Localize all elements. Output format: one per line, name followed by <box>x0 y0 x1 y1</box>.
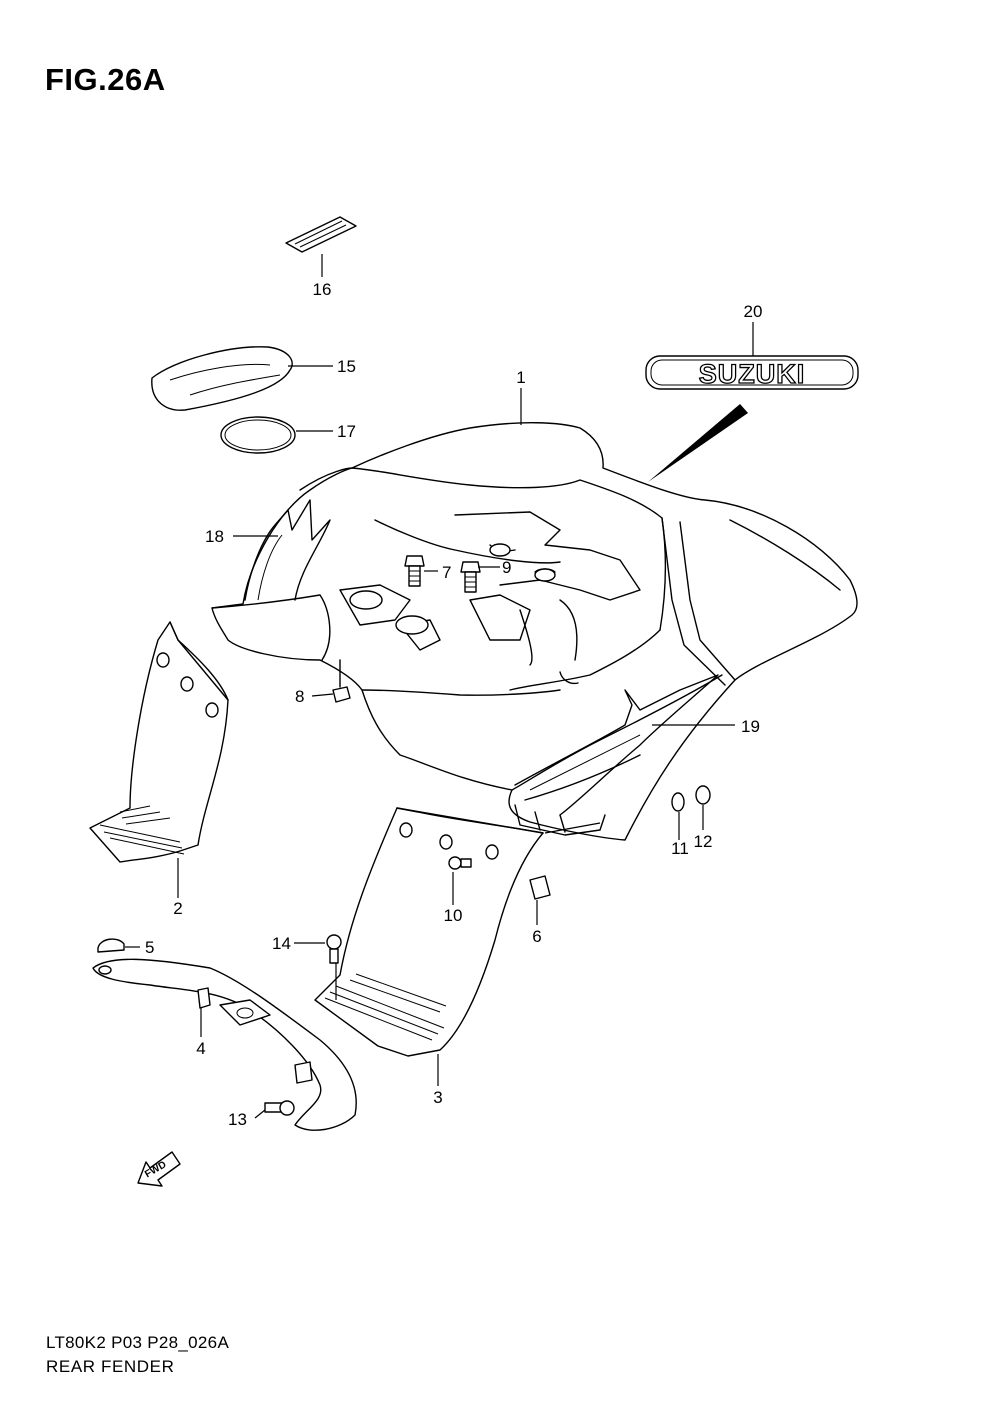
callout-14: 14 <box>272 934 291 953</box>
callout-11: 11 <box>671 839 689 858</box>
figure-code: LT80K2 P03 P28_026A <box>46 1333 230 1352</box>
callout-16: 16 <box>313 280 332 299</box>
callout-9: 9 <box>502 558 511 577</box>
callout-3: 3 <box>433 1088 442 1107</box>
callout-20: 20 <box>744 302 763 321</box>
part-13-bolt <box>264 1100 295 1116</box>
part-12-nut <box>695 785 711 805</box>
part-1-rear-fender <box>211 422 858 841</box>
part-7-bolt <box>404 555 425 587</box>
part-6-clip <box>529 875 551 900</box>
callout-numbers: 16 15 17 1 20 18 7 9 8 19 2 10 6 11 12 1… <box>145 280 762 1129</box>
part-18-decal <box>244 499 331 601</box>
part-9-bolt <box>460 561 481 593</box>
callout-5: 5 <box>145 938 154 957</box>
callout-7: 7 <box>442 563 451 582</box>
part-8-nut <box>332 659 351 703</box>
emblem-pointer <box>648 404 748 482</box>
part-4-bracket <box>92 958 357 1131</box>
callout-4: 4 <box>196 1039 205 1058</box>
fwd-arrow-icon: FWD <box>137 1151 181 1187</box>
callout-18: 18 <box>205 527 224 546</box>
part-11-washer <box>671 792 685 812</box>
part-20-emblem: SUZUKI <box>645 355 859 390</box>
figure-title: FIG.26A <box>45 62 166 97</box>
part-3-mudflap <box>314 807 544 1057</box>
callout-1: 1 <box>516 368 525 387</box>
callout-13: 13 <box>228 1110 247 1129</box>
leader-lines <box>125 254 754 1119</box>
callout-15: 15 <box>337 357 356 376</box>
part-5-cap <box>97 938 125 953</box>
figure-name: REAR FENDER <box>46 1357 175 1376</box>
callout-17: 17 <box>337 422 356 441</box>
part-19-decal <box>514 674 719 816</box>
part-10-screw <box>448 856 472 870</box>
callout-12: 12 <box>694 832 713 851</box>
callout-8: 8 <box>295 687 304 706</box>
callout-2: 2 <box>173 899 182 918</box>
callout-19: 19 <box>741 717 760 736</box>
callout-6: 6 <box>532 927 541 946</box>
part-14-screw <box>326 934 342 964</box>
part-17-ring <box>220 416 296 454</box>
part-16-label <box>285 216 357 253</box>
part-2-mudflap <box>89 621 229 863</box>
callout-10: 10 <box>444 906 463 925</box>
part-15-pad <box>151 346 293 411</box>
emblem-text: SUZUKI <box>699 359 806 389</box>
